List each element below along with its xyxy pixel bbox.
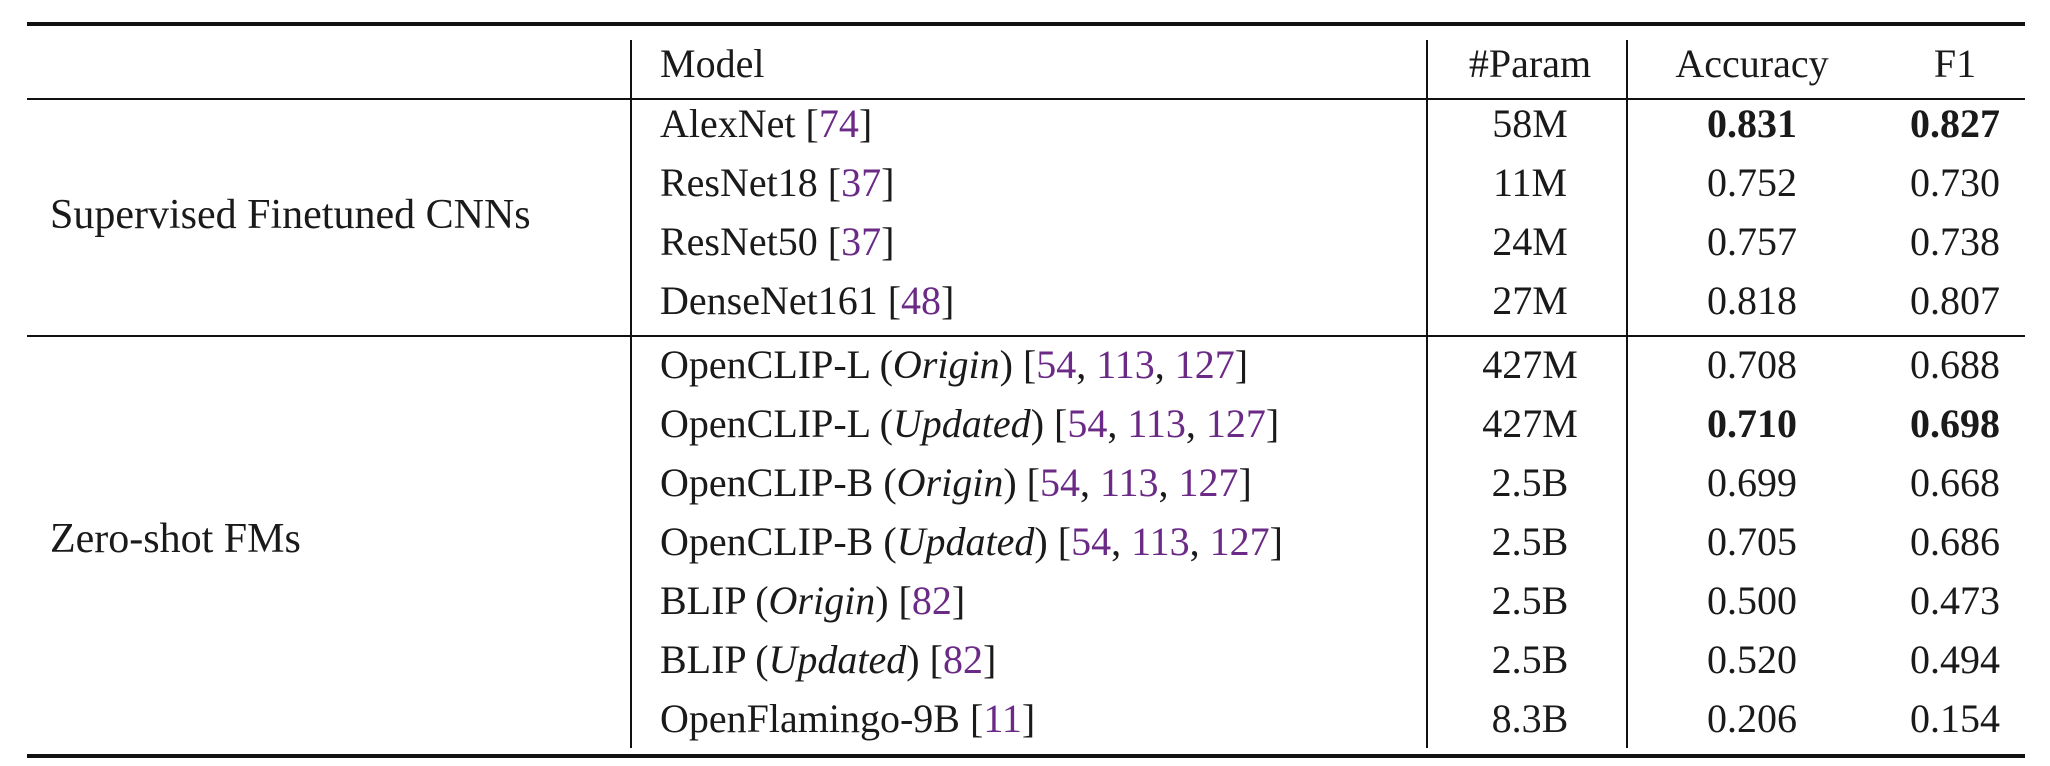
column-divider-param-accuracy <box>1626 40 1628 748</box>
param-cell: 2.5B <box>1491 519 1569 564</box>
f1-cell: 0.686 <box>1910 519 2000 564</box>
model-variant: Origin <box>896 460 1004 505</box>
column-divider-model-param <box>1426 40 1428 748</box>
accuracy-cell: 0.710 <box>1707 401 1797 446</box>
model-variant: Origin <box>768 578 876 623</box>
f1-cell: 0.738 <box>1910 219 2000 264</box>
f1-cell: 0.807 <box>1910 278 2000 323</box>
model-name-cell: AlexNet [74] <box>660 101 873 146</box>
param-cell: 27M <box>1492 278 1568 323</box>
accuracy-cell: 0.752 <box>1707 160 1797 205</box>
model-name: OpenCLIP-L <box>660 342 870 387</box>
f1-cell: 0.827 <box>1910 101 2000 146</box>
model-name-cell: ResNet18 [37] <box>660 160 895 205</box>
citation-link[interactable]: 37 <box>841 160 882 205</box>
table-group-separator-rule <box>27 335 2025 337</box>
param-cell: 2.5B <box>1491 578 1569 623</box>
model-name-cell: OpenCLIP-L (Origin) [54, 113, 127] <box>660 342 1249 387</box>
f1-cell: 0.730 <box>1910 160 2000 205</box>
model-name-cell: BLIP (Updated) [82] <box>660 637 997 682</box>
header-f1: F1 <box>1933 41 1977 86</box>
header-model: Model <box>660 41 765 86</box>
group-label-zero-shot: Zero-shot FMs <box>50 516 301 562</box>
model-name-cell: OpenCLIP-L (Updated) [54, 113, 127] <box>660 401 1280 446</box>
model-name: ResNet50 <box>660 219 818 264</box>
citation-link[interactable]: 127 <box>1174 342 1235 387</box>
model-name-cell: BLIP (Origin) [82] <box>660 578 966 623</box>
model-name-cell: OpenCLIP-B (Updated) [54, 113, 127] <box>660 519 1283 564</box>
model-variant: Origin <box>892 342 1000 387</box>
model-name: OpenCLIP-L <box>660 401 870 446</box>
f1-cell: 0.698 <box>1910 401 2000 446</box>
model-name: DenseNet161 <box>660 278 878 323</box>
model-name-cell: ResNet50 [37] <box>660 219 895 264</box>
f1-cell: 0.473 <box>1910 578 2000 623</box>
param-cell: 427M <box>1482 342 1578 387</box>
model-name: OpenCLIP-B <box>660 460 874 505</box>
column-divider-group-model <box>630 40 632 748</box>
model-name: AlexNet <box>660 101 796 146</box>
model-variant: Updated <box>768 637 907 682</box>
model-name: OpenFlamingo-9B <box>660 696 960 741</box>
header-param: #Param <box>1468 41 1592 86</box>
citation-link[interactable]: 54 <box>1036 342 1077 387</box>
model-name-cell: OpenCLIP-B (Origin) [54, 113, 127] <box>660 460 1252 505</box>
param-cell: 58M <box>1492 101 1568 146</box>
citation-link[interactable]: 54 <box>1040 460 1080 505</box>
citation-link[interactable]: 113 <box>1096 342 1155 387</box>
citation-link[interactable]: 127 <box>1178 460 1239 505</box>
accuracy-cell: 0.708 <box>1707 342 1797 387</box>
citation-link[interactable]: 127 <box>1205 401 1266 446</box>
accuracy-cell: 0.757 <box>1707 219 1797 264</box>
group-label-supervised: Supervised Finetuned CNNs <box>50 192 531 238</box>
citation-link[interactable]: 48 <box>901 278 942 323</box>
header-accuracy: Accuracy <box>1675 41 1829 86</box>
table-top-rule <box>27 22 2025 26</box>
model-name: ResNet18 <box>660 160 818 205</box>
table-bottom-rule <box>27 754 2025 758</box>
accuracy-cell: 0.699 <box>1707 460 1797 505</box>
param-cell: 11M <box>1492 160 1568 205</box>
accuracy-cell: 0.831 <box>1707 101 1797 146</box>
citation-link[interactable]: 37 <box>841 219 882 264</box>
param-cell: 24M <box>1492 219 1568 264</box>
accuracy-cell: 0.818 <box>1707 278 1797 323</box>
model-name-cell: DenseNet161 [48] <box>660 278 955 323</box>
model-name: BLIP <box>660 578 746 623</box>
citation-link[interactable]: 113 <box>1127 401 1186 446</box>
f1-cell: 0.154 <box>1910 696 2000 741</box>
model-name: BLIP <box>660 637 746 682</box>
citation-link[interactable]: 54 <box>1067 401 1108 446</box>
model-name: OpenCLIP-B <box>660 519 874 564</box>
param-cell: 2.5B <box>1491 637 1569 682</box>
f1-cell: 0.494 <box>1910 637 2000 682</box>
param-cell: 2.5B <box>1491 460 1569 505</box>
citation-link[interactable]: 127 <box>1209 519 1270 564</box>
accuracy-cell: 0.520 <box>1707 637 1797 682</box>
citation-link[interactable]: 113 <box>1100 460 1159 505</box>
accuracy-cell: 0.206 <box>1707 696 1797 741</box>
table-header-rule <box>27 98 2025 100</box>
model-variant: Updated <box>896 519 1035 564</box>
param-cell: 8.3B <box>1491 696 1569 741</box>
citation-link[interactable]: 82 <box>911 578 952 623</box>
f1-cell: 0.668 <box>1910 460 2000 505</box>
accuracy-cell: 0.705 <box>1707 519 1797 564</box>
citation-link[interactable]: 11 <box>983 696 1022 741</box>
citation-link[interactable]: 113 <box>1131 519 1190 564</box>
citation-link[interactable]: 82 <box>942 637 983 682</box>
citation-link[interactable]: 74 <box>818 101 859 146</box>
citation-link[interactable]: 54 <box>1071 519 1112 564</box>
f1-cell: 0.688 <box>1910 342 2000 387</box>
model-name-cell: OpenFlamingo-9B [11] <box>660 696 1036 741</box>
model-variant: Updated <box>892 401 1031 446</box>
accuracy-cell: 0.500 <box>1707 578 1797 623</box>
param-cell: 427M <box>1482 401 1578 446</box>
